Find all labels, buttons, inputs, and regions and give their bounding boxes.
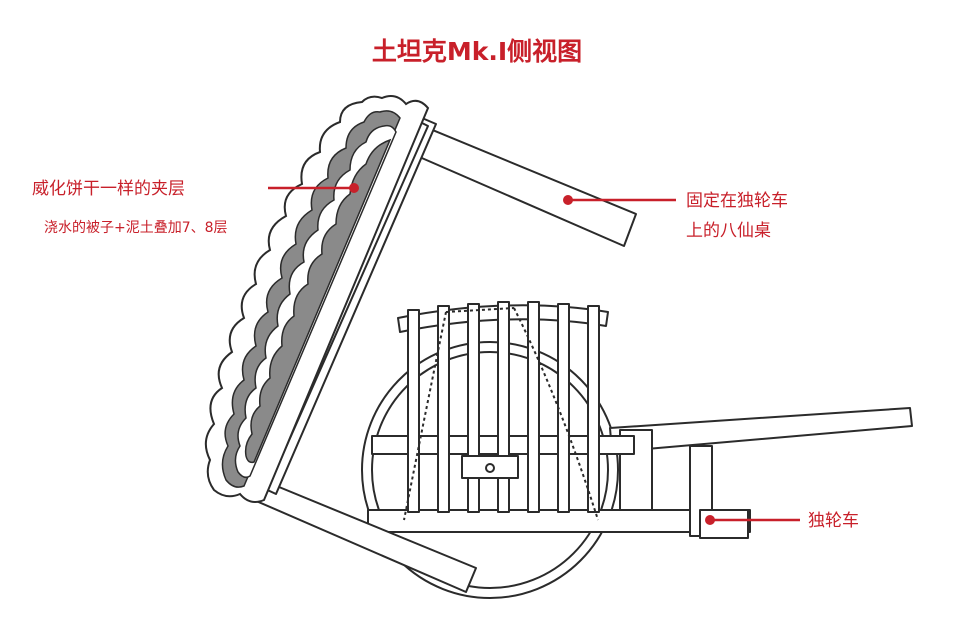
- wall-layer-grey-2: [244, 138, 392, 464]
- label-layer-detail: 浇水的被子+泥土叠加7、8层: [44, 220, 228, 236]
- chain-right: [513, 307, 599, 521]
- chain-tie: [445, 307, 515, 313]
- wheel: [361, 341, 619, 599]
- wheel-rim: [371, 351, 609, 589]
- layered-wall: [204, 95, 430, 503]
- axle-block: [461, 455, 519, 479]
- label-table-line1: 固定在独轮车: [686, 191, 788, 211]
- leader-layer-dot: [349, 183, 359, 193]
- label-wheelbarrow: 独轮车: [808, 511, 859, 531]
- chain-left: [403, 311, 447, 521]
- label-table-line2: 上的八仙桌: [686, 221, 771, 241]
- table-leg-top: [407, 123, 637, 247]
- wheelbarrow-drawing: [361, 301, 913, 599]
- diagram-title: 土坦克Mk.I侧视图: [372, 37, 582, 66]
- axle: [485, 463, 495, 473]
- label-layer: 威化饼干一样的夹层: [32, 179, 185, 199]
- handle: [609, 407, 913, 453]
- leader-wheelbarrow-dot: [705, 515, 715, 525]
- rack-slats: [407, 301, 600, 513]
- leader-table-dot: [563, 195, 573, 205]
